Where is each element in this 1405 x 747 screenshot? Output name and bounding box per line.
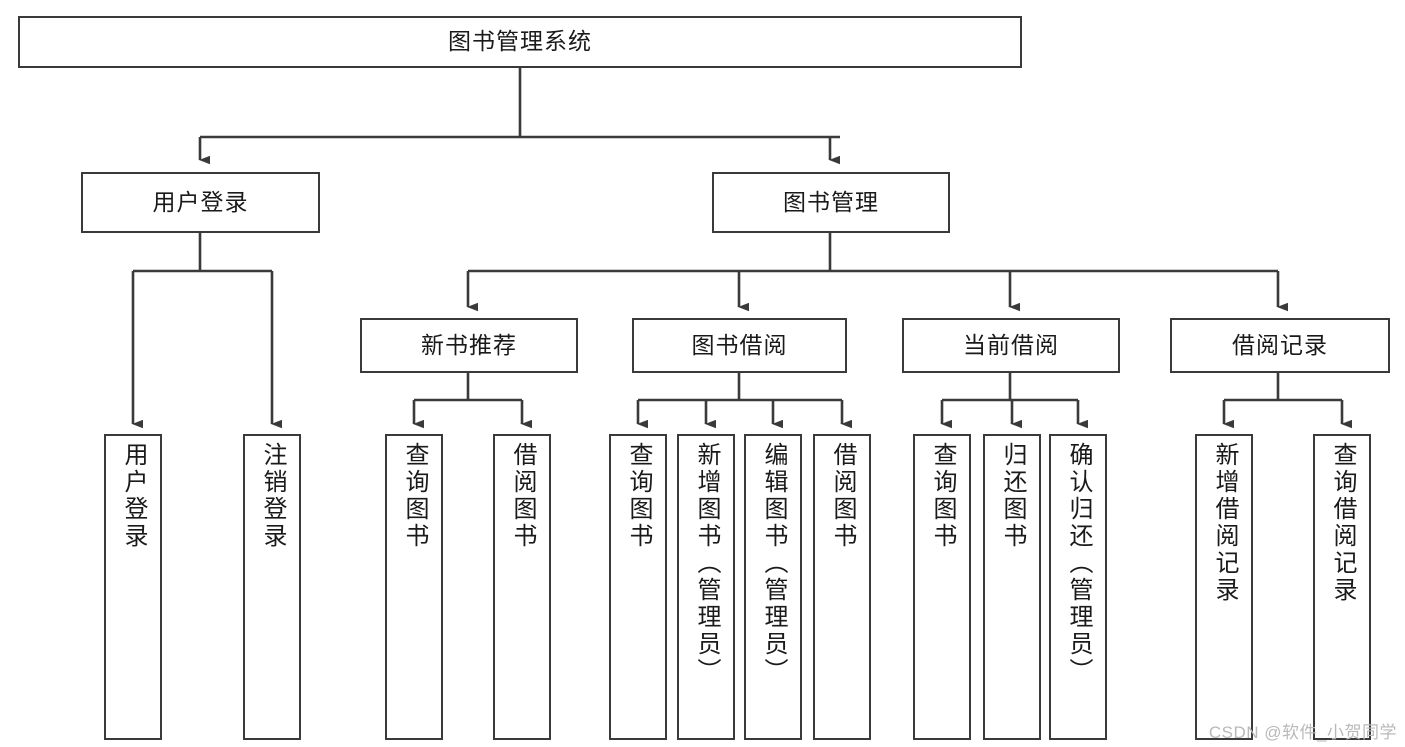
node-label: 图书管理 (783, 188, 879, 215)
node-current-borrow[interactable]: 当前借阅 (902, 318, 1120, 373)
node-book-borrow[interactable]: 图书借阅 (632, 318, 847, 373)
node-label: 用户登录 (120, 442, 147, 550)
node-label: 借阅记录 (1232, 331, 1328, 358)
leaf-logout[interactable]: 注销登录 (243, 434, 301, 740)
leaf-add-book-admin[interactable]: 新增图书（管理员） (677, 434, 735, 740)
node-book-management[interactable]: 图书管理 (712, 172, 950, 233)
leaf-add-borrow-record[interactable]: 新增借阅记录 (1195, 434, 1253, 740)
leaf-borrow-book-1[interactable]: 借阅图书 (493, 434, 551, 740)
node-label: 注销登录 (259, 442, 286, 550)
node-label: 当前借阅 (963, 331, 1059, 358)
leaf-query-book-3[interactable]: 查询图书 (913, 434, 971, 740)
node-label: 查询图书 (625, 442, 652, 550)
node-label: 新增图书（管理员） (693, 442, 720, 685)
node-label: 借阅图书 (509, 442, 536, 550)
leaf-return-book[interactable]: 归还图书 (983, 434, 1041, 740)
leaf-edit-book-admin[interactable]: 编辑图书（管理员） (744, 434, 802, 740)
node-label: 图书管理系统 (448, 28, 592, 55)
node-label: 查询图书 (929, 442, 956, 550)
leaf-confirm-return-admin[interactable]: 确认归还（管理员） (1049, 434, 1107, 740)
node-label: 查询借阅记录 (1329, 442, 1356, 604)
node-label: 确认归还（管理员） (1065, 442, 1092, 685)
leaf-user-login[interactable]: 用户登录 (104, 434, 162, 740)
node-label: 借阅图书 (829, 442, 856, 550)
leaf-borrow-book-2[interactable]: 借阅图书 (813, 434, 871, 740)
node-label: 用户登录 (152, 188, 249, 215)
leaf-query-book-2[interactable]: 查询图书 (609, 434, 667, 740)
leaf-query-book-1[interactable]: 查询图书 (385, 434, 443, 740)
node-label: 新书推荐 (421, 331, 517, 358)
node-label: 查询图书 (401, 442, 428, 550)
watermark-credit: CSDN @软件_小贺同学 (1208, 723, 1397, 742)
leaf-query-borrow-record[interactable]: 查询借阅记录 (1313, 434, 1371, 740)
node-root-book-management-system[interactable]: 图书管理系统 (18, 16, 1022, 68)
node-label: 编辑图书（管理员） (760, 442, 787, 685)
node-label: 新增借阅记录 (1211, 442, 1238, 604)
node-label: 归还图书 (999, 442, 1026, 550)
node-new-book-recommend[interactable]: 新书推荐 (360, 318, 578, 373)
node-user-login[interactable]: 用户登录 (81, 172, 320, 233)
node-borrow-record[interactable]: 借阅记录 (1170, 318, 1390, 373)
node-label: 图书借阅 (691, 331, 788, 358)
